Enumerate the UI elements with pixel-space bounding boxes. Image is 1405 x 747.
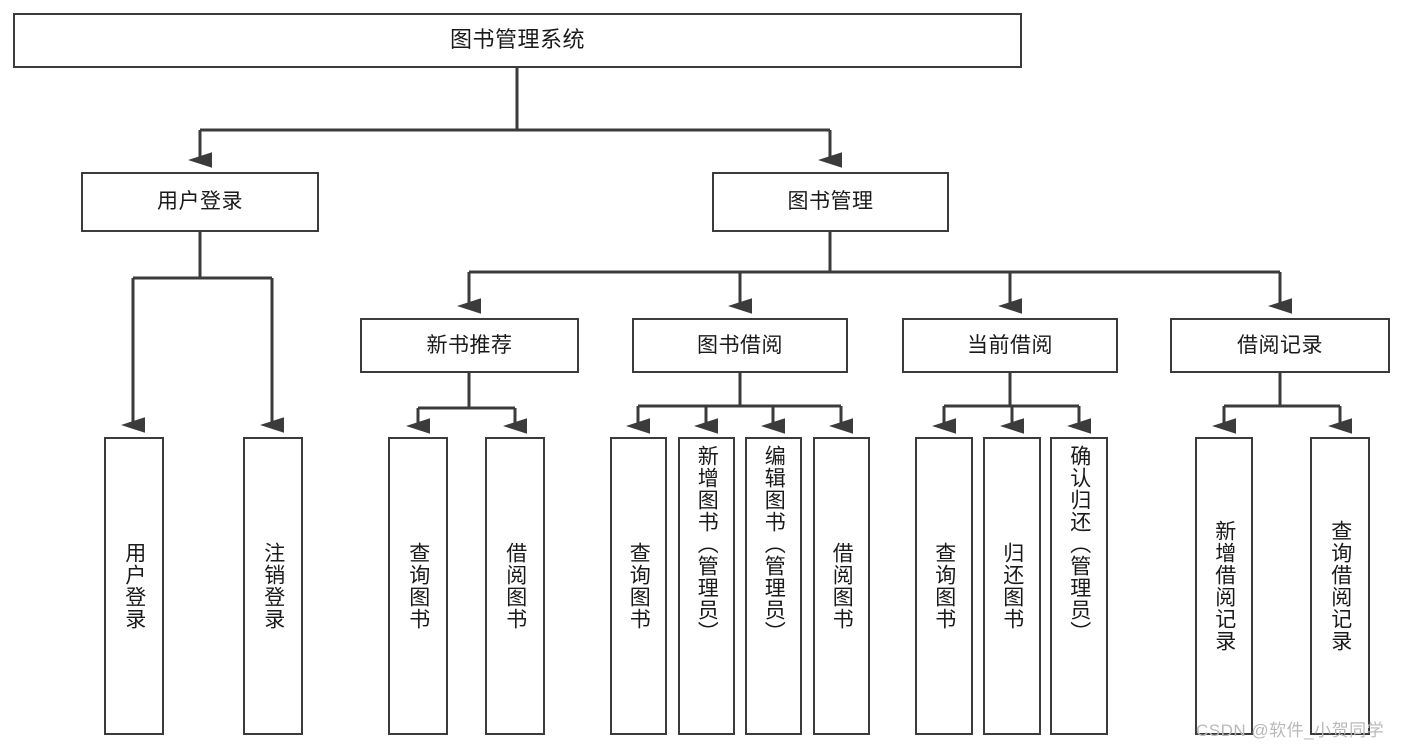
leaf-label: 归还图书 xyxy=(1000,542,1024,630)
leaf-query-book-rec[interactable]: 查询图书 xyxy=(388,437,448,735)
leaf-label: 查询图书 xyxy=(406,542,430,630)
leaf-add-book[interactable]: 新增图书（管理员） xyxy=(678,437,735,735)
leaf-label: 注销登录 xyxy=(261,542,285,630)
node-book-management[interactable]: 图书管理 xyxy=(712,172,949,232)
leaf-borrow-book-br[interactable]: 借阅图书 xyxy=(813,437,870,735)
leaf-label: 编辑图书（管理员） xyxy=(762,445,786,643)
leaf-query-book-br[interactable]: 查询图书 xyxy=(610,437,667,735)
leaf-label: 查询图书 xyxy=(932,542,956,630)
node-root-system[interactable]: 图书管理系统 xyxy=(13,13,1022,68)
leaf-user-login[interactable]: 用户登录 xyxy=(104,437,164,735)
leaf-label: 借阅图书 xyxy=(830,542,854,630)
node-new-book-recommendation[interactable]: 新书推荐 xyxy=(360,318,579,373)
leaf-logout[interactable]: 注销登录 xyxy=(243,437,303,735)
leaf-borrow-book-rec[interactable]: 借阅图书 xyxy=(485,437,545,735)
node-borrow-record[interactable]: 借阅记录 xyxy=(1170,318,1390,373)
leaf-label: 用户登录 xyxy=(122,542,146,630)
leaf-edit-book[interactable]: 编辑图书（管理员） xyxy=(745,437,802,735)
node-user-login[interactable]: 用户登录 xyxy=(81,172,319,232)
leaf-add-record[interactable]: 新增借阅记录 xyxy=(1195,437,1253,735)
leaf-query-book-cb[interactable]: 查询图书 xyxy=(915,437,973,735)
leaf-label: 查询图书 xyxy=(627,542,651,630)
leaf-label: 确认归还（管理员） xyxy=(1067,445,1091,643)
leaf-label: 借阅图书 xyxy=(503,542,527,630)
leaf-return-book[interactable]: 归还图书 xyxy=(983,437,1041,735)
leaf-query-record[interactable]: 查询借阅记录 xyxy=(1310,437,1370,735)
leaf-confirm-return[interactable]: 确认归还（管理员） xyxy=(1050,437,1108,735)
leaf-label: 新增借阅记录 xyxy=(1212,520,1236,652)
node-book-borrowing[interactable]: 图书借阅 xyxy=(632,318,848,373)
leaf-label: 查询借阅记录 xyxy=(1328,520,1352,652)
node-current-borrowing[interactable]: 当前借阅 xyxy=(902,318,1118,373)
csdn-watermark: CSDN @软件_小贺同学 xyxy=(1196,721,1385,740)
leaf-label: 新增图书（管理员） xyxy=(695,445,719,643)
